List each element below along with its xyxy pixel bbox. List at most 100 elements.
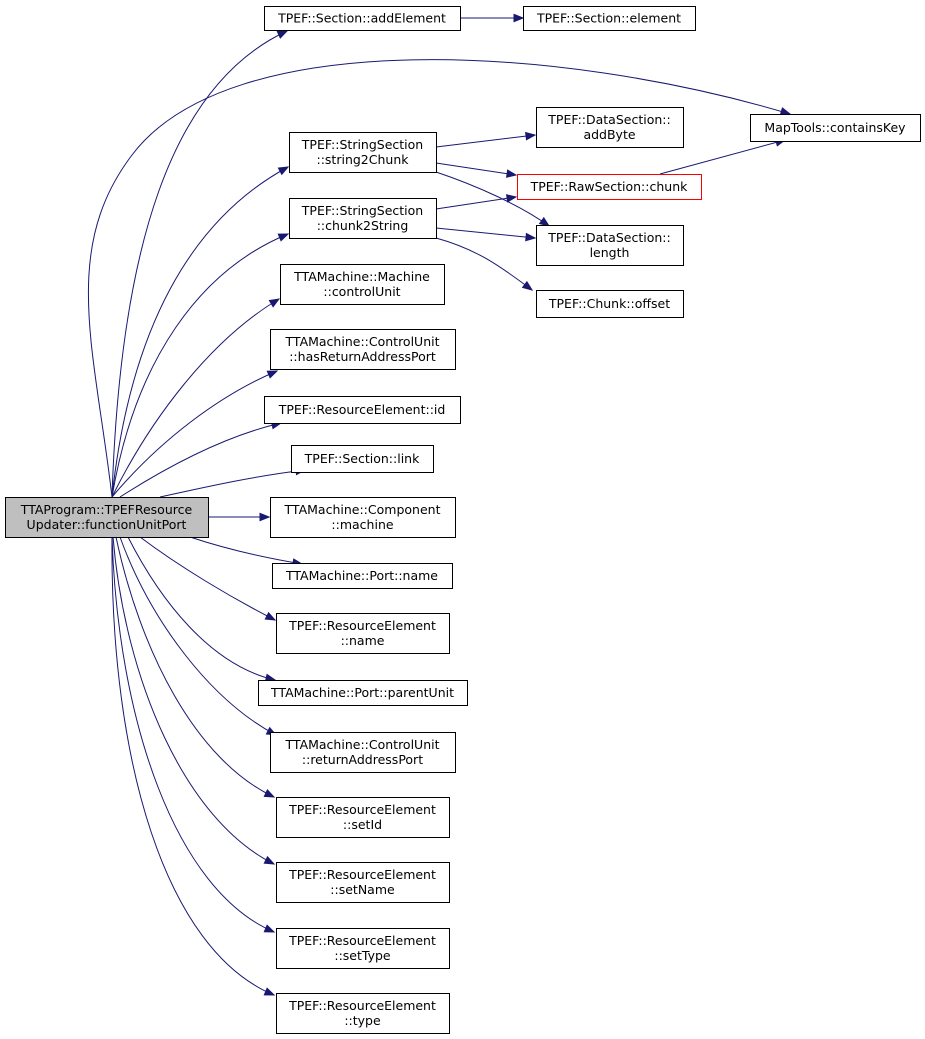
edge-line bbox=[127, 536, 276, 681]
node-label: length bbox=[590, 245, 630, 260]
node-box bbox=[276, 928, 450, 969]
edge-line bbox=[112, 536, 275, 865]
node-box bbox=[264, 6, 461, 31]
edge-stringsection_chunk2String-to-datasection_length bbox=[435, 227, 537, 242]
edge-stringsection_string2Chunk-to-datasection_length bbox=[435, 171, 551, 227]
edge-root-to-component_machine bbox=[208, 512, 271, 522]
node-label: TPEF::Section::element bbox=[536, 11, 681, 26]
node-box bbox=[258, 680, 468, 706]
node-label: ::string2Chunk bbox=[317, 152, 410, 167]
edge-stringsection_chunk2String-to-chunk_offset bbox=[435, 237, 534, 291]
node-label: TPEF::Section::addElement bbox=[277, 11, 446, 26]
node-label: TTAMachine::Component bbox=[284, 502, 441, 517]
node-box bbox=[270, 329, 456, 370]
node-label: ::chunk2String bbox=[317, 218, 409, 233]
edge-stringsection_string2Chunk-to-rawsection_chunk bbox=[435, 162, 518, 178]
node-box bbox=[272, 563, 453, 589]
node-section_element[interactable]: TPEF::Section::element bbox=[523, 6, 696, 31]
edge-root-to-resourceelement_name bbox=[139, 536, 277, 621]
node-resourceelement_setType[interactable]: TPEF::ResourceElement::setType bbox=[276, 928, 450, 969]
node-resourceelement_name[interactable]: TPEF::ResourceElement::name bbox=[276, 613, 450, 654]
node-maptools_containsKey[interactable]: MapTools::containsKey bbox=[750, 114, 921, 142]
edge-line bbox=[111, 370, 278, 498]
arrowhead bbox=[268, 298, 281, 308]
edge-line bbox=[87, 59, 791, 498]
node-stringsection_chunk2String[interactable]: TPEF::StringSection::chunk2String bbox=[289, 198, 437, 239]
node-box bbox=[523, 6, 696, 31]
node-label: ::controlUnit bbox=[323, 284, 400, 299]
edge-stringsection_string2Chunk-to-datasection_addByte bbox=[435, 131, 537, 148]
node-label: TTAMachine::ControlUnit bbox=[284, 334, 439, 349]
nodes-layer: TTAProgram::TPEFResourceUpdater::functio… bbox=[5, 6, 921, 1034]
node-box bbox=[276, 993, 450, 1034]
arrowhead bbox=[259, 512, 271, 522]
node-box bbox=[276, 862, 450, 903]
node-box bbox=[280, 264, 445, 305]
node-controlunit_hasReturnAddressPort[interactable]: TTAMachine::ControlUnit::hasReturnAddres… bbox=[270, 329, 456, 370]
node-box bbox=[5, 497, 209, 538]
node-label: TPEF::DataSection:: bbox=[547, 230, 670, 245]
edge-root-to-resourceelement_setId bbox=[115, 536, 276, 798]
node-label: TPEF::Chunk::offset bbox=[548, 296, 670, 311]
node-box bbox=[517, 174, 702, 200]
node-datasection_length[interactable]: TPEF::DataSection::length bbox=[536, 225, 684, 266]
edge-section_addElement-to-section_element bbox=[460, 13, 525, 23]
arrowhead bbox=[521, 280, 534, 291]
node-port_name[interactable]: TTAMachine::Port::name bbox=[272, 563, 453, 589]
node-box bbox=[270, 732, 456, 773]
node-label: TPEF::ResourceElement bbox=[288, 618, 436, 633]
node-root[interactable]: TTAProgram::TPEFResourceUpdater::functio… bbox=[5, 497, 209, 538]
node-label: TPEF::Section::link bbox=[304, 451, 420, 466]
node-box bbox=[750, 114, 921, 142]
node-box bbox=[291, 445, 434, 473]
node-component_machine[interactable]: TTAMachine::Component::machine bbox=[270, 497, 456, 538]
node-rawsection_chunk[interactable]: TPEF::RawSection::chunk bbox=[517, 174, 702, 200]
arrowhead bbox=[513, 13, 525, 23]
arrowhead bbox=[525, 232, 537, 242]
node-controlunit_returnAddressPort[interactable]: TTAMachine::ControlUnit::returnAddressPo… bbox=[270, 732, 456, 773]
node-box bbox=[270, 497, 456, 538]
node-label: TPEF::StringSection bbox=[301, 137, 423, 152]
node-label: ::type bbox=[344, 1013, 381, 1028]
arrowhead bbox=[506, 194, 518, 203]
node-resourceelement_type[interactable]: TPEF::ResourceElement::type bbox=[276, 993, 450, 1034]
node-machine_controlUnit[interactable]: TTAMachine::Machine::controlUnit bbox=[280, 264, 445, 305]
edge-root-to-section_addElement bbox=[111, 30, 289, 498]
node-label: ::name bbox=[341, 633, 385, 648]
edge-line bbox=[111, 30, 288, 498]
node-label: TTAMachine::ControlUnit bbox=[284, 737, 439, 752]
node-datasection_addByte[interactable]: TPEF::DataSection::addByte bbox=[536, 107, 684, 148]
node-port_parentUnit[interactable]: TTAMachine::Port::parentUnit bbox=[258, 680, 468, 706]
arrowhead bbox=[276, 30, 289, 39]
node-label: Updater::functionUnitPort bbox=[27, 517, 187, 532]
node-box bbox=[536, 225, 684, 266]
node-box bbox=[276, 613, 450, 654]
edge-root-to-resourceelement_setType bbox=[111, 536, 276, 933]
node-section_addElement[interactable]: TPEF::Section::addElement bbox=[264, 6, 461, 31]
edge-line bbox=[119, 422, 282, 498]
node-label: TPEF::DataSection:: bbox=[547, 112, 670, 127]
node-chunk_offset[interactable]: TPEF::Chunk::offset bbox=[536, 290, 684, 318]
node-resourceelement_setId[interactable]: TPEF::ResourceElement::setId bbox=[276, 797, 450, 838]
edge-line bbox=[111, 233, 289, 498]
node-label: ::setId bbox=[343, 817, 382, 832]
node-resourceelement_id[interactable]: TPEF::ResourceElement::id bbox=[264, 396, 461, 424]
edge-root-to-section_link bbox=[159, 466, 307, 498]
node-stringsection_string2Chunk[interactable]: TPEF::StringSection::string2Chunk bbox=[289, 132, 437, 173]
edge-root-to-resourceelement_setName bbox=[112, 536, 276, 865]
edge-root-to-port_name bbox=[189, 536, 304, 567]
arrowhead bbox=[264, 611, 277, 621]
node-label: TPEF::ResourceElement bbox=[288, 933, 436, 948]
node-label: TPEF::StringSection bbox=[301, 203, 423, 218]
node-section_link[interactable]: TPEF::Section::link bbox=[291, 445, 434, 473]
arrowhead bbox=[263, 855, 276, 865]
arrowhead bbox=[538, 216, 551, 227]
node-resourceelement_setName[interactable]: TPEF::ResourceElement::setName bbox=[276, 862, 450, 903]
node-label: ::returnAddressPort bbox=[302, 752, 423, 767]
edge-line bbox=[189, 536, 303, 565]
node-label: ::setType bbox=[334, 948, 391, 963]
edge-root-to-resourceelement_type bbox=[111, 536, 276, 996]
edge-stringsection_chunk2String-to-rawsection_chunk bbox=[435, 194, 518, 210]
node-label: TPEF::ResourceElement::id bbox=[278, 402, 446, 417]
